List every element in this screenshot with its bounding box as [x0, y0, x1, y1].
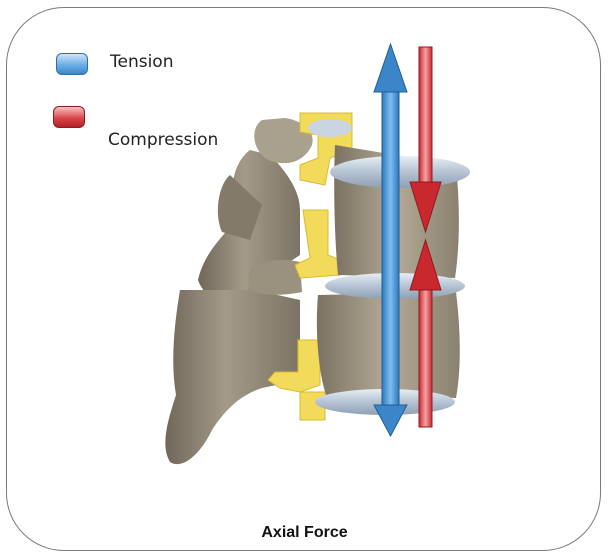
diagram-caption: Axial Force	[0, 524, 609, 542]
posterior-elements	[165, 118, 312, 464]
